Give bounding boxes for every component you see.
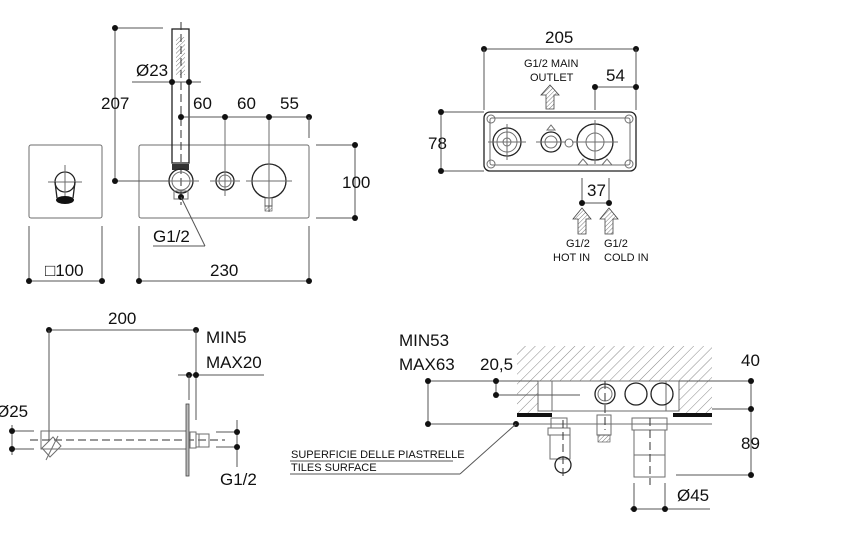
cold-in-label-1: G1/2 — [604, 238, 628, 250]
handshower-diameter-dim: Ø23 — [136, 61, 168, 80]
hot-in-label-1: G1/2 — [566, 238, 590, 250]
main-outlet-arrow — [540, 84, 560, 110]
body-width-dim: 205 — [545, 28, 573, 47]
section-view: MIN53 MAX63 20,5 40 89 Ø45 SUPERFICIE DE… — [290, 331, 760, 512]
wall-flange — [185, 403, 190, 477]
spacing-dim-3: 55 — [280, 94, 299, 113]
valve-body-view: 205 G1/2 MAIN OUTLET 54 — [428, 28, 649, 264]
valve-body — [483, 111, 637, 172]
wall-hatch — [517, 346, 712, 413]
embedded-body — [537, 380, 680, 412]
cold-in-label-2: COLD IN — [604, 252, 649, 264]
body-offset-dim: 54 — [606, 66, 625, 85]
spout-diameter-dim: Ø25 — [0, 402, 28, 421]
wall-min-label: MIN5 — [206, 328, 247, 347]
main-outlet-label-1: G1/2 MAIN — [524, 58, 578, 70]
cold-inlet-arrow — [599, 207, 619, 235]
tiles-surface-label-en: TILES SURFACE — [291, 462, 377, 474]
wall-max-label: MAX20 — [206, 353, 262, 372]
offset-dim: 20,5 — [480, 355, 513, 374]
handshower-height-dim: 207 — [101, 94, 129, 113]
spout-plate — [28, 144, 103, 219]
hot-inlet-arrow — [572, 207, 592, 235]
inlet-spacing-dim: 37 — [587, 181, 606, 200]
main-outlet-label-2: OUTLET — [530, 72, 574, 84]
front-view: □100 207 Ø23 — [26, 22, 370, 284]
spout-aerator — [56, 196, 74, 204]
depth-min-label: MIN53 — [399, 331, 449, 350]
spout-plate-dim: □100 — [45, 261, 84, 280]
handle-diameter-dim: Ø45 — [677, 486, 709, 505]
handshower-nozzles — [176, 37, 185, 75]
projection-dim: 89 — [741, 434, 760, 453]
tiles-surface-label-it: SUPERFICIE DELLE PIASTRELLE — [291, 449, 465, 461]
body-height-dim: 78 — [428, 134, 447, 153]
spacing-dim-1: 60 — [193, 94, 212, 113]
depth-max-label: MAX63 — [399, 355, 455, 374]
body-depth-dim: 40 — [741, 351, 760, 370]
hot-in-label-2: HOT IN — [553, 252, 590, 264]
spout-side-view: 200 MIN5 MAX20 Ø25 G1/2 — [0, 309, 264, 489]
connection-label: G1/2 — [153, 227, 190, 246]
plate-height-dim: 100 — [342, 173, 370, 192]
plate-width-dim: 230 — [210, 261, 238, 280]
spout-length-dim: 200 — [108, 309, 136, 328]
spout-connection-label: G1/2 — [220, 470, 257, 489]
spacing-dim-2: 60 — [237, 94, 256, 113]
